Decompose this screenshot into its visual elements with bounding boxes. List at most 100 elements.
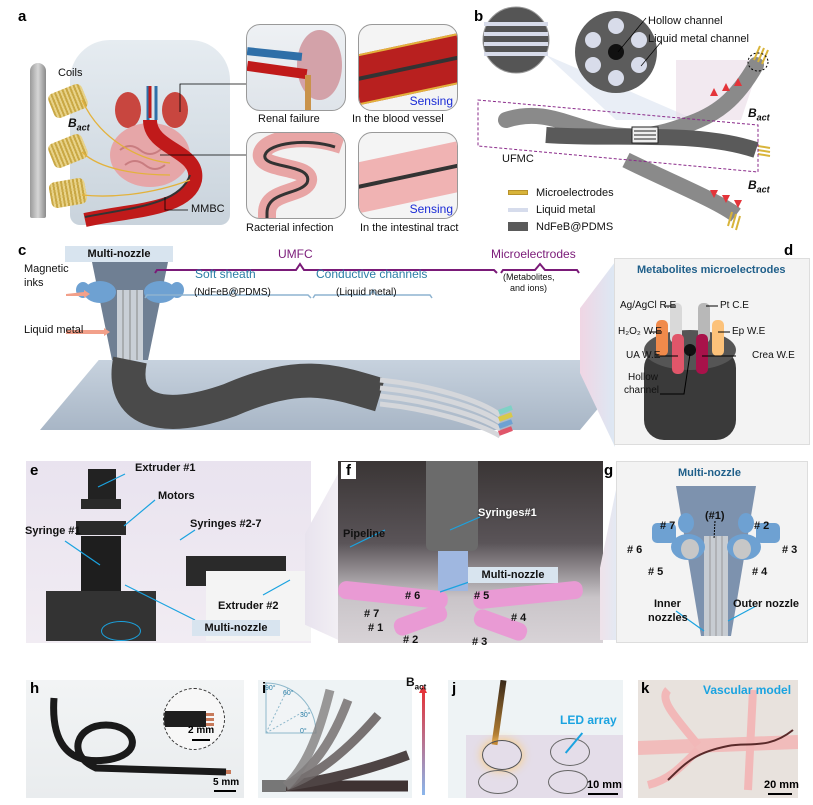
scale-label-inset: 2 mm bbox=[188, 725, 215, 736]
legend-item-liquid-metal: Liquid metal bbox=[508, 201, 614, 218]
microelectrodes-brace bbox=[500, 262, 580, 274]
inset-renal-failure bbox=[246, 24, 346, 111]
panel-c-illustration bbox=[66, 262, 580, 439]
microelectrodes-sublabel: (Metabolites, bbox=[503, 272, 555, 282]
panel-label-c: c bbox=[18, 242, 27, 259]
photo-multi-nozzle bbox=[338, 461, 603, 643]
panel-label-a: a bbox=[18, 8, 27, 25]
microelectrodes-label: Microelectrodes bbox=[491, 247, 576, 261]
inset-blood-vessel: Sensing bbox=[358, 24, 458, 111]
bact-arrowhead-icon bbox=[419, 685, 427, 693]
hollow-channel-icon bbox=[684, 344, 696, 356]
magnified-longitudinal-view bbox=[482, 6, 550, 74]
electrode-rod-icon bbox=[672, 334, 684, 374]
angle-label-60: 60° bbox=[283, 690, 294, 697]
conductive-channels-label: Conductive channels bbox=[316, 267, 428, 281]
electrode-rod-icon bbox=[656, 320, 668, 356]
syringes1-label: Syringes#1 bbox=[478, 507, 537, 519]
panel-label-k: k bbox=[641, 680, 650, 697]
nozzle-3-label: # 3 bbox=[472, 636, 488, 648]
bact-label: Bact bbox=[406, 675, 427, 692]
electrode-label: H₂O₂ W.E bbox=[618, 326, 662, 337]
inset-caption: Renal failure bbox=[258, 113, 320, 125]
photo-knotted-catheter bbox=[26, 680, 244, 798]
conductive-channels-sublabel: (Liquid metal) bbox=[336, 287, 397, 298]
microelectrodes-sublabel-line2: and ions) bbox=[510, 283, 548, 293]
kidney-left-icon bbox=[115, 92, 141, 128]
nozzle-2-label: # 2 bbox=[403, 634, 419, 646]
umfc-brace bbox=[154, 262, 498, 274]
vein-icon bbox=[146, 86, 158, 125]
scale-bar bbox=[214, 790, 236, 792]
nozzle-6-label: # 6 bbox=[627, 544, 643, 556]
angle-label-30: 30° bbox=[300, 712, 311, 719]
photo-vascular-model bbox=[638, 680, 798, 798]
conductive-channels-brace bbox=[312, 288, 433, 299]
scale-bar bbox=[588, 793, 618, 795]
syringe1-label: Syringe #1 bbox=[25, 525, 81, 537]
electrode-label: Pt C.E bbox=[720, 300, 749, 311]
hollow-channel-label-line2: channel bbox=[624, 385, 660, 396]
bact-arrows-down bbox=[710, 160, 742, 208]
panel-label-f: f bbox=[341, 462, 356, 479]
catheter-icon bbox=[84, 174, 191, 218]
sensing-label: Sensing bbox=[409, 94, 453, 108]
arrow-magnetic-inks bbox=[66, 290, 90, 298]
inset-caption: Racterial infection bbox=[246, 222, 334, 234]
bact-arrow bbox=[422, 692, 425, 795]
nozzle-7-label: # 7 bbox=[364, 608, 380, 620]
electrode-label: UA W.E bbox=[626, 350, 661, 361]
angle-label-90: 90° bbox=[265, 685, 276, 692]
electrode-label: Ep W.E bbox=[732, 326, 766, 337]
liquid-metal-label: Liquid metal bbox=[24, 324, 84, 336]
magnetic-inks-label-line2: inks bbox=[24, 277, 44, 289]
legend-swatch bbox=[508, 190, 528, 195]
multi-nozzle-label: Multi-nozzle bbox=[192, 620, 280, 636]
mmbc-label: MMBC bbox=[191, 203, 225, 215]
multi-nozzle-label: Multi-nozzle bbox=[65, 246, 173, 262]
nozzle-6-label: # 6 bbox=[405, 590, 421, 602]
scale-label: 5 mm bbox=[213, 777, 240, 788]
legend: Microelectrodes Liquid metal NdFeB@PDMS bbox=[508, 184, 614, 235]
scale-bar bbox=[768, 793, 792, 795]
liquid-metal-channel-label: Liquid metal channel bbox=[648, 33, 749, 45]
nozzle-3-label: # 3 bbox=[782, 544, 798, 556]
bact-arrows-up bbox=[710, 78, 742, 120]
panel-label-g: g bbox=[604, 462, 614, 479]
legend-item-ndfeb-pdms: NdFeB@PDMS bbox=[508, 218, 614, 235]
panel-b-illustration bbox=[477, 6, 771, 231]
bact-label: Bact bbox=[68, 116, 90, 133]
nozzle-2-label: # 2 bbox=[754, 520, 770, 532]
scale-bar-inset bbox=[192, 739, 210, 741]
inner-nozzles-label-line2: nozzles bbox=[648, 612, 688, 624]
blood-vessel-icon bbox=[83, 119, 203, 227]
panel-label-e: e bbox=[30, 462, 39, 479]
pipeline-label: Pipeline bbox=[343, 528, 386, 540]
soft-sheath-sublabel: (NdFeB@PDMS) bbox=[194, 287, 271, 298]
soft-sheath-label: Soft sheath bbox=[195, 267, 256, 281]
multi-nozzle-title: Multi-nozzle bbox=[678, 467, 741, 479]
hollow-channel-label: Hollow channel bbox=[648, 15, 723, 27]
metabolites-title: Metabolites microelectrodes bbox=[637, 264, 786, 276]
soft-sheath-brace bbox=[144, 288, 312, 299]
vascular-model-label: Vascular model bbox=[703, 683, 792, 697]
electrode-rod-icon bbox=[698, 303, 710, 343]
ufmc-label: UFMC bbox=[502, 153, 534, 165]
multi-nozzle-label: Multi-nozzle bbox=[468, 567, 558, 583]
panel-label-b: b bbox=[474, 8, 484, 25]
legend-swatch bbox=[508, 207, 528, 212]
nozzle-illustration bbox=[652, 486, 780, 636]
electrode-rod-icon bbox=[670, 303, 682, 343]
legend-item-microelectrodes: Microelectrodes bbox=[508, 184, 614, 201]
legend-swatch bbox=[508, 222, 528, 231]
led-array-label: LED array bbox=[560, 713, 617, 727]
hollow-channel-label: Hollow bbox=[628, 372, 659, 383]
inner-nozzles-label: Inner bbox=[654, 598, 681, 610]
panel-label-h: h bbox=[30, 680, 40, 697]
angle-label-0: 0° bbox=[300, 728, 307, 735]
panel-a-anatomy bbox=[81, 83, 247, 227]
coil-pole bbox=[30, 63, 46, 218]
photo-led-array bbox=[448, 680, 623, 798]
electrode-rod-icon bbox=[712, 320, 724, 356]
kidney-right-icon bbox=[162, 92, 188, 128]
